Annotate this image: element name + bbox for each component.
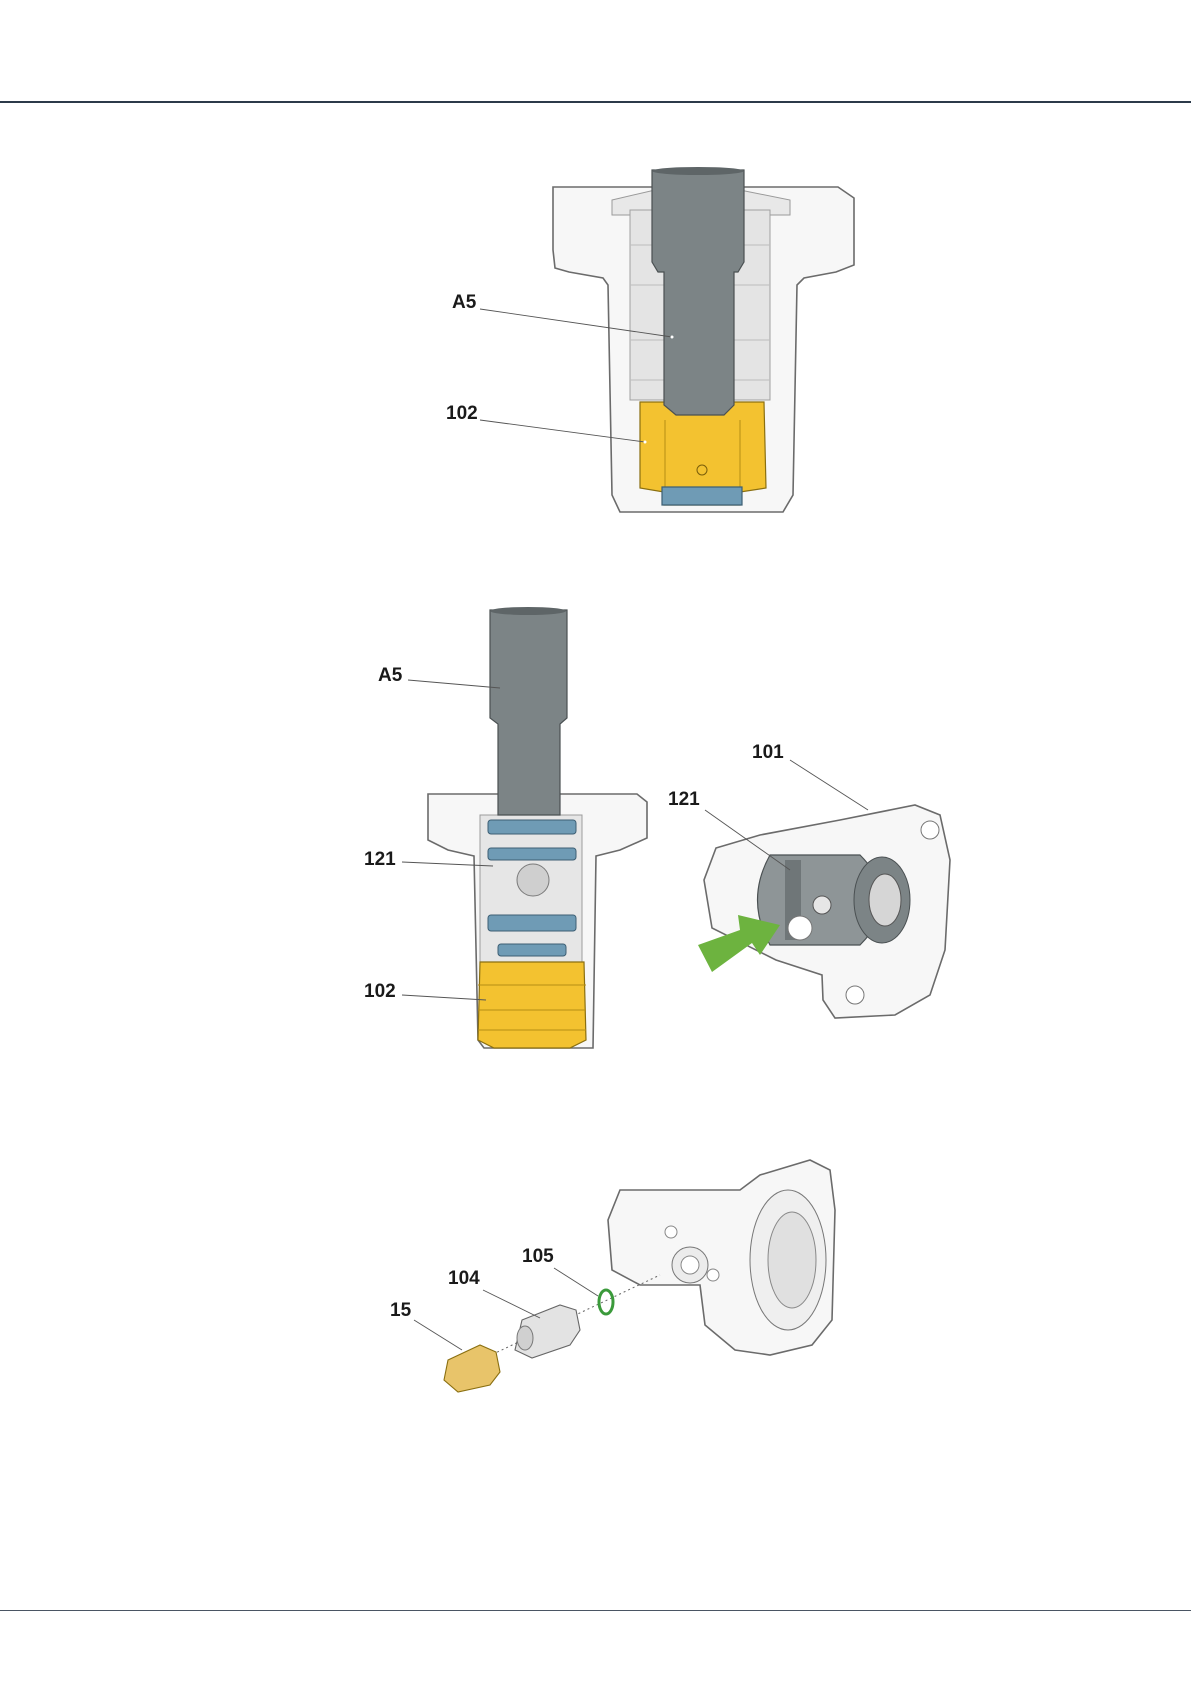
seal-upper: [488, 820, 576, 834]
figure-1: A5 102: [446, 167, 854, 512]
label-101: 101: [752, 742, 784, 763]
label-a5: A5: [452, 292, 477, 313]
label-a5-2: A5: [378, 665, 403, 686]
label-121-right: 121: [668, 789, 700, 810]
bushing-102-2: [478, 962, 586, 1048]
shaft-a5-2: [490, 610, 567, 815]
label-102: 102: [446, 403, 478, 424]
label-15: 15: [390, 1300, 412, 1321]
seal-bottom: [498, 944, 566, 956]
seal-mid: [488, 848, 576, 860]
oring-105: [599, 1290, 613, 1314]
label-102-2: 102: [364, 981, 396, 1002]
plug-15: [444, 1345, 500, 1392]
seal-lower: [488, 915, 576, 931]
figure-2-right: 101 121: [668, 742, 950, 1018]
shaft-a5: [652, 170, 744, 415]
label-104: 104: [448, 1268, 480, 1289]
label-105: 105: [522, 1246, 554, 1267]
figure-3: 105 104 15: [390, 1160, 835, 1392]
port-hole: [517, 864, 549, 896]
label-121-left: 121: [364, 849, 396, 870]
figure-2-left: A5 121 102: [364, 607, 647, 1048]
seal-ring: [662, 487, 742, 505]
